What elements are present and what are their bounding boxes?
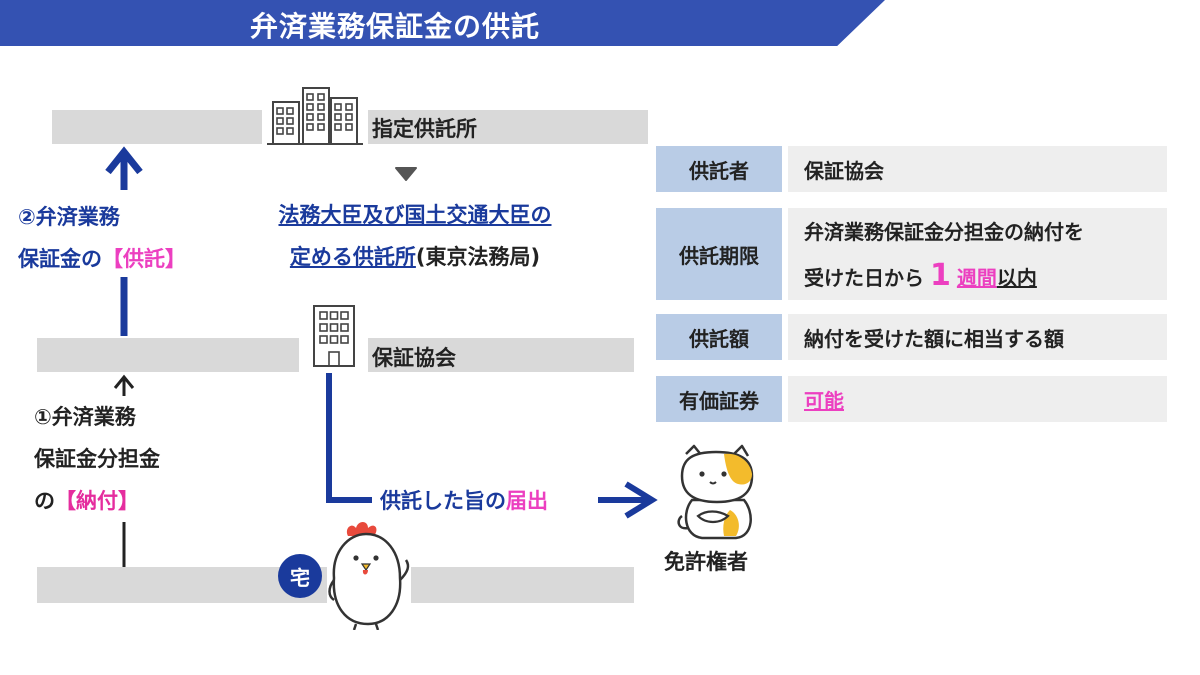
deadline-number: 1 bbox=[930, 258, 951, 293]
step2-arrow bbox=[105, 146, 143, 336]
association-label: 保証協会 bbox=[372, 346, 456, 370]
table-header-deadline: 供託期限 bbox=[656, 208, 782, 300]
deadline-unit: 週間 bbox=[956, 266, 997, 290]
table-cell-amount: 納付を受けた額に相当する額 bbox=[788, 314, 1167, 360]
step1-line1: ①弁済業務 bbox=[34, 405, 136, 429]
step1-arrow bbox=[113, 374, 135, 567]
chicken-illustration bbox=[328, 522, 410, 630]
title-banner bbox=[0, 0, 885, 46]
depository-label: 指定供託所 bbox=[372, 117, 477, 141]
step2-prefix: 保証金の bbox=[18, 247, 102, 271]
buildings-icon bbox=[267, 87, 363, 145]
depository-note: 法務大臣及び国土交通大臣の 定める供託所(東京法務局) bbox=[230, 194, 600, 278]
depository-note-line1[interactable]: 法務大臣及び国土交通大臣の bbox=[278, 203, 552, 227]
table-header-depositor: 供託者 bbox=[656, 146, 782, 192]
table-cell-depositor: 保証協会 bbox=[788, 146, 1167, 192]
step2-text: ②弁済業務 保証金の【供託】 bbox=[18, 196, 186, 280]
table-cell-securities: 可能 bbox=[788, 376, 1167, 422]
step1-text: ①弁済業務 保証金分担金 の【納付】 bbox=[34, 396, 160, 522]
step2-highlight: 【供託】 bbox=[102, 247, 186, 271]
securities-value[interactable]: 可能 bbox=[804, 388, 844, 413]
licensee-label: 免許権者 bbox=[664, 550, 748, 574]
down-triangle-icon bbox=[395, 167, 417, 181]
deadline-suffix: 以内 bbox=[996, 266, 1037, 290]
top-left-bar bbox=[52, 110, 262, 144]
notice-highlight: 届出 bbox=[506, 489, 548, 513]
mid-right-bar bbox=[368, 338, 634, 372]
deadline-line1: 弁済業務保証金分担金の納付を bbox=[804, 220, 1084, 244]
bottom-right-bar bbox=[411, 567, 634, 603]
step1-line2: 保証金分担金 bbox=[34, 447, 160, 471]
table-header-securities: 有価証券 bbox=[656, 376, 782, 422]
step1-prefix: の bbox=[34, 489, 55, 513]
deadline-prefix: 受けた日から bbox=[804, 266, 924, 290]
step1-highlight: 【納付】 bbox=[55, 489, 139, 513]
office-building-icon bbox=[313, 305, 355, 367]
depository-note-link[interactable]: 定める供託所 bbox=[289, 245, 416, 269]
page-title: 弁済業務保証金の供託 bbox=[250, 10, 541, 43]
step2-line1: ②弁済業務 bbox=[18, 205, 120, 229]
top-right-bar bbox=[368, 110, 648, 144]
depository-note-rest: (東京法務局) bbox=[415, 245, 541, 269]
notice-text: 供託した旨の届出 bbox=[380, 480, 548, 522]
notice-prefix: 供託した旨の bbox=[380, 489, 506, 513]
mid-left-bar bbox=[37, 338, 299, 372]
table-header-amount: 供託額 bbox=[656, 314, 782, 360]
takken-badge: 宅 bbox=[278, 554, 322, 598]
notice-arrow bbox=[326, 373, 658, 519]
cat-illustration bbox=[677, 444, 754, 540]
